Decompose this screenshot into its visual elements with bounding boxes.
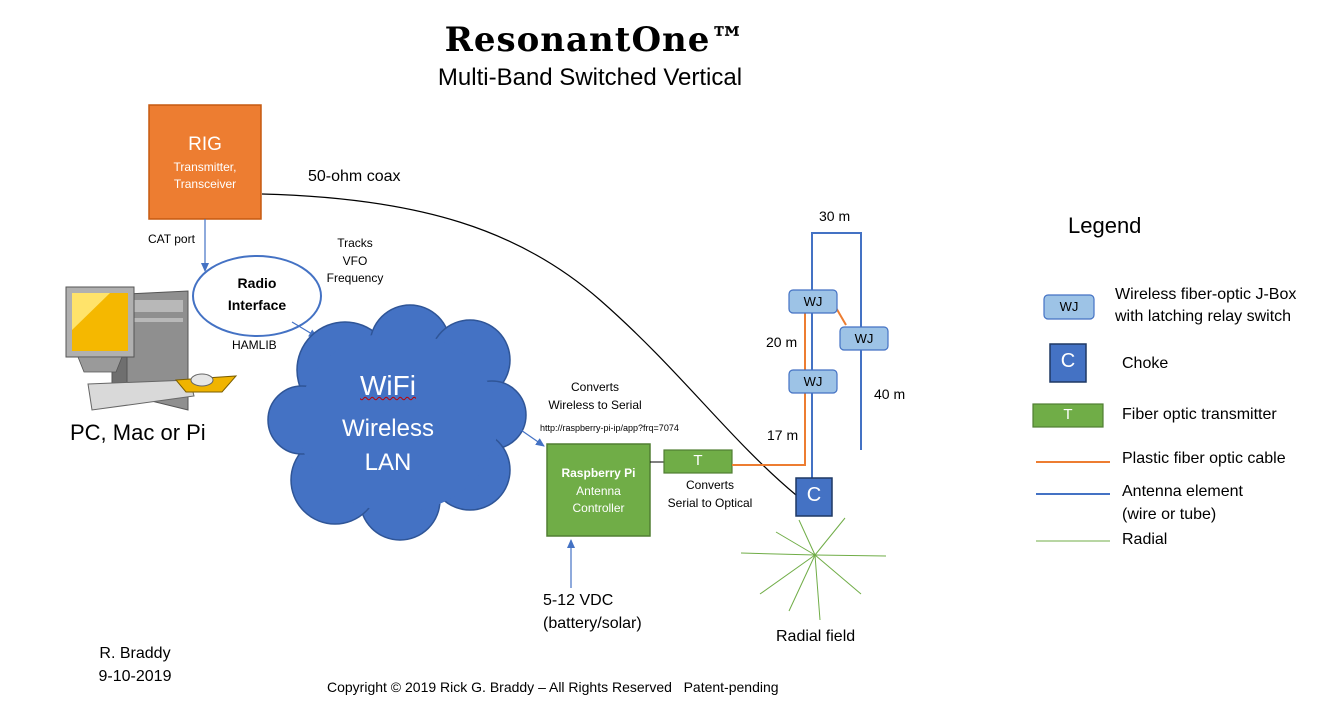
choke-box bbox=[795, 477, 833, 517]
wj-box-17m bbox=[788, 369, 838, 394]
antenna-element-main bbox=[811, 232, 862, 481]
legend-wj-symbol bbox=[1043, 294, 1095, 320]
rig-line2: Transceiver bbox=[173, 177, 237, 191]
radio-interface-line1: Radio bbox=[237, 275, 277, 291]
legend-t-text: Fiber optic transmitter bbox=[1122, 406, 1277, 423]
choke-label: C bbox=[806, 484, 822, 506]
wifi-title: WiFi bbox=[360, 370, 416, 401]
legend-choke-text: Choke bbox=[1122, 355, 1169, 372]
radio-interface-ellipse bbox=[192, 255, 322, 337]
legend-c-symbol bbox=[1049, 343, 1087, 383]
legend-antenna-line2: (wire or tube) bbox=[1122, 506, 1217, 523]
page-subtitle: Multi-Band Switched Vertical bbox=[437, 64, 743, 91]
converts-wireless-line2: Wireless to Serial bbox=[548, 398, 642, 412]
fiber-cable-main bbox=[732, 392, 806, 466]
controller-url: http://raspberry-pi-ip/app?frq=7074 bbox=[540, 423, 679, 433]
converts-serial-line2: Serial to Optical bbox=[667, 496, 753, 510]
coax-label: 50-ohm coax bbox=[308, 168, 401, 185]
wj-label-17m: WJ bbox=[803, 374, 823, 389]
pc-label: PC, Mac or Pi bbox=[70, 420, 206, 445]
legend-c-label: C bbox=[1060, 350, 1076, 372]
pi-line2: Antenna bbox=[576, 484, 621, 498]
converts-serial-line1: Converts bbox=[685, 478, 735, 492]
legend-title: Legend bbox=[1068, 213, 1142, 238]
band-17m-label: 17 m bbox=[767, 427, 799, 443]
wj-label-40m: WJ bbox=[854, 331, 874, 346]
tracks-line3: Frequency bbox=[326, 271, 384, 285]
legend-radial-text: Radial bbox=[1122, 531, 1168, 548]
pc-illustration bbox=[65, 286, 238, 411]
rig-line1: Transmitter, bbox=[173, 160, 237, 174]
hamlib-label: HAMLIB bbox=[232, 338, 277, 352]
band-20m-label: 20 m bbox=[766, 334, 798, 350]
wj-label-20m: WJ bbox=[803, 294, 823, 309]
radio-interface-line2: Interface bbox=[227, 297, 287, 313]
pi-line3: Controller bbox=[572, 501, 625, 515]
band-30m-label: 30 m bbox=[819, 208, 851, 224]
cat-port-label: CAT port bbox=[148, 232, 195, 246]
wj-box-40m bbox=[839, 326, 889, 351]
band-40m-label: 40 m bbox=[874, 386, 906, 402]
legend-plastic-text: Plastic fiber optic cable bbox=[1122, 450, 1286, 467]
wifi-to-pi-arrow bbox=[517, 427, 545, 447]
power-line2: (battery/solar) bbox=[543, 615, 642, 632]
wifi-line3: LAN bbox=[364, 449, 412, 476]
raspberry-pi-box bbox=[546, 443, 651, 537]
legend-wj-line2: with latching relay switch bbox=[1115, 308, 1292, 325]
rig-title: RIG bbox=[188, 134, 222, 155]
tracks-line2: VFO bbox=[342, 254, 368, 268]
page-title: ResonantOne™ bbox=[444, 20, 746, 60]
radial-field-label: Radial field bbox=[776, 628, 856, 645]
converts-wireless-line1: Converts bbox=[570, 380, 620, 394]
legend-t-symbol bbox=[1032, 403, 1104, 428]
coax-cable bbox=[261, 193, 797, 496]
copyright-text: Copyright © 2019 Rick G. Braddy – All Ri… bbox=[327, 679, 779, 695]
author-name: R. Braddy bbox=[99, 645, 171, 662]
legend-wj-line1: Wireless fiber-optic J-Box bbox=[1115, 286, 1297, 303]
power-line1: 5-12 VDC bbox=[543, 592, 614, 609]
wj-box-20m bbox=[788, 289, 838, 314]
wifi-line2: Wireless bbox=[341, 415, 434, 442]
t-box-label: T bbox=[693, 452, 703, 469]
legend-t-label: T bbox=[1063, 406, 1073, 423]
wifi-cloud bbox=[267, 304, 527, 541]
author-date: 9-10-2019 bbox=[98, 668, 172, 685]
legend-wj-label: WJ bbox=[1059, 299, 1079, 314]
tracks-line1: Tracks bbox=[337, 236, 373, 250]
radial-lines bbox=[740, 517, 887, 621]
pi-line1: Raspberry Pi bbox=[561, 466, 636, 480]
t-transmitter-box bbox=[663, 449, 733, 474]
legend-antenna-line1: Antenna element bbox=[1122, 483, 1243, 500]
